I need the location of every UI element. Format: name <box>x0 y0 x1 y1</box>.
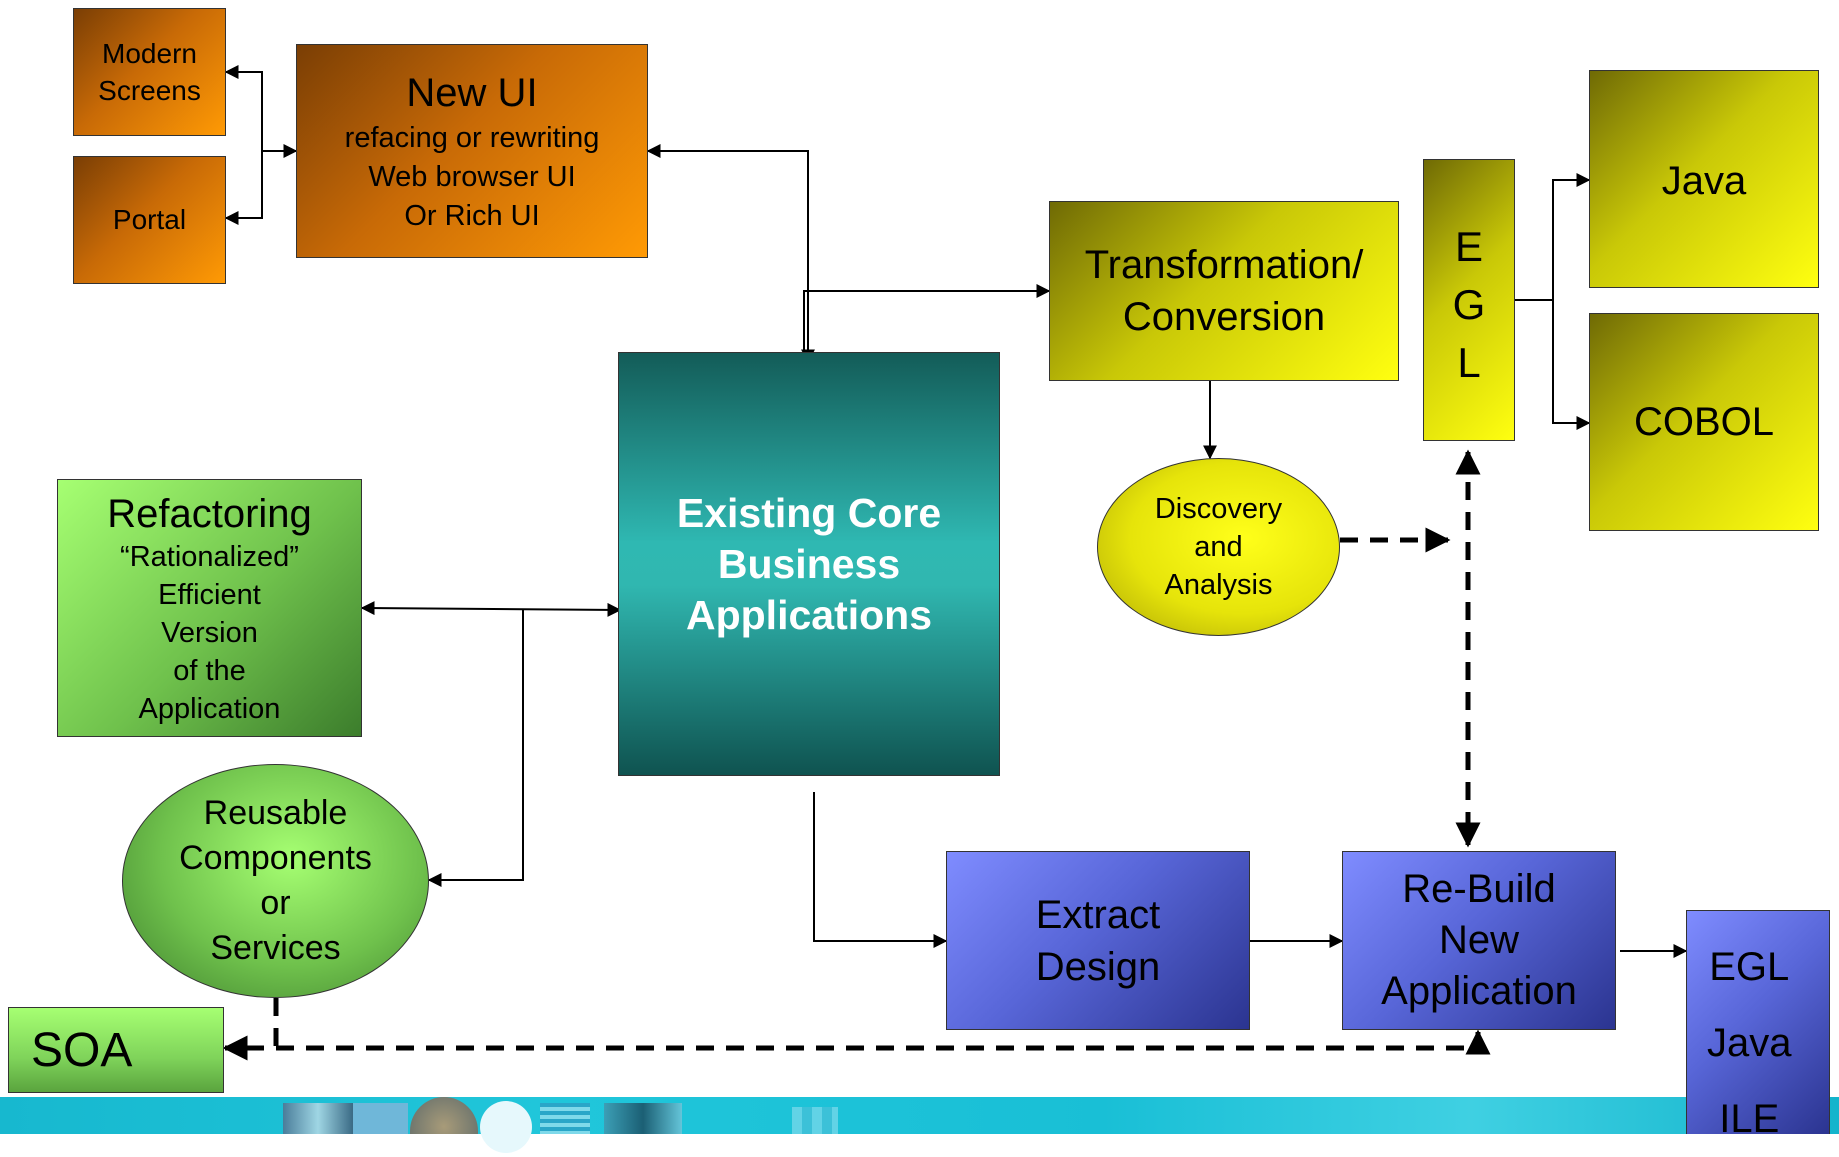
extract-line-2: Design <box>1035 944 1161 989</box>
connector-refactor-core <box>360 601 622 617</box>
reusable-line-1: Reusable <box>203 794 348 832</box>
soa-box: SOA <box>8 1007 224 1093</box>
target-egl: EGL <box>1709 945 1790 989</box>
egl-box: E G L <box>1423 159 1515 441</box>
soa-label: SOA <box>31 1023 133 1077</box>
banner-globe-icon <box>410 1097 478 1134</box>
rebuild-line-2: New <box>1438 918 1520 962</box>
modern-screens-line-2: Screens <box>98 75 201 106</box>
refactoring-line-1: “Rationalized” <box>120 541 299 573</box>
connector-newui-portal <box>224 151 263 225</box>
connector-core-extract <box>813 792 948 948</box>
cobol-label: COBOL <box>1633 400 1775 444</box>
java-label: Java <box>1661 159 1747 203</box>
banner-stripes <box>540 1103 590 1134</box>
extract-line-1: Extract <box>1035 892 1161 937</box>
existing-core-line-3: Applications <box>685 592 933 638</box>
reusable-ellipse: Reusable Components or Services <box>122 764 429 998</box>
banner-squares <box>792 1107 838 1134</box>
banner-circle-icon <box>480 1101 532 1153</box>
targets-box: EGL Java ILE <box>1686 910 1830 1141</box>
egl-letter-g: G <box>1452 281 1486 328</box>
refactoring-line-4: of the <box>173 655 246 687</box>
existing-core-box: Existing Core Business Applications <box>618 352 1000 776</box>
refactoring-line-3: Version <box>161 617 258 649</box>
java-box: Java <box>1589 70 1819 288</box>
existing-core-line-1: Existing Core <box>676 490 942 536</box>
extract-design-box: Extract Design <box>946 851 1250 1030</box>
rebuild-box: Re-Build New Application <box>1342 851 1616 1030</box>
new-ui-box: New UI refacing or rewriting Web browser… <box>296 44 648 258</box>
existing-core-line-2: Business <box>717 541 901 587</box>
footer-banner <box>0 1097 1839 1153</box>
connector-core-transform <box>803 284 1051 350</box>
discovery-line-2: and <box>1194 531 1243 563</box>
discovery-ellipse: Discovery and Analysis <box>1097 458 1340 636</box>
rebuild-line-3: Application <box>1381 969 1577 1013</box>
banner-photo-people <box>283 1103 353 1134</box>
rebuild-line-1: Re-Build <box>1402 867 1556 911</box>
refactoring-line-5: Application <box>138 693 281 725</box>
new-ui-title: New UI <box>406 70 538 115</box>
connector-egl-cobol <box>1552 300 1591 430</box>
connector-egl-java <box>1515 173 1591 301</box>
discovery-line-1: Discovery <box>1154 493 1283 525</box>
portal-box: Portal <box>73 156 226 284</box>
reusable-line-3: or <box>260 884 291 922</box>
new-ui-line-2: Web browser UI <box>368 160 576 193</box>
connector-newui-modern <box>224 65 296 152</box>
connector-core-reusable <box>427 610 524 887</box>
portal-label: Portal <box>112 204 187 235</box>
transformation-line-1: Transformation/ <box>1084 243 1364 287</box>
banner-photo-grid <box>353 1103 408 1134</box>
dashed-rebuild-soa <box>222 1029 1491 1061</box>
egl-letter-e: E <box>1454 223 1483 270</box>
banner-photo-team <box>604 1103 682 1134</box>
refactoring-title: Refactoring <box>107 492 312 536</box>
target-ile: ILE <box>1719 1097 1780 1141</box>
modern-screens-line-1: Modern <box>102 38 197 69</box>
cobol-box: COBOL <box>1589 313 1819 531</box>
modern-screens-box: Modern Screens <box>73 8 226 136</box>
discovery-line-3: Analysis <box>1164 569 1273 601</box>
reusable-line-4: Services <box>210 929 341 967</box>
new-ui-line-3: Or Rich UI <box>404 199 540 232</box>
refactoring-box: Refactoring “Rationalized” Efficient Ver… <box>57 479 362 737</box>
target-java: Java <box>1707 1021 1792 1065</box>
egl-letter-l: L <box>1457 339 1481 386</box>
connector-newui-core <box>646 144 815 364</box>
new-ui-line-1: refacing or rewriting <box>344 121 600 154</box>
reusable-line-2: Components <box>179 839 372 877</box>
transformation-box: Transformation/ Conversion <box>1049 201 1399 381</box>
refactoring-line-2: Efficient <box>158 579 261 611</box>
transformation-line-2: Conversion <box>1122 295 1326 339</box>
